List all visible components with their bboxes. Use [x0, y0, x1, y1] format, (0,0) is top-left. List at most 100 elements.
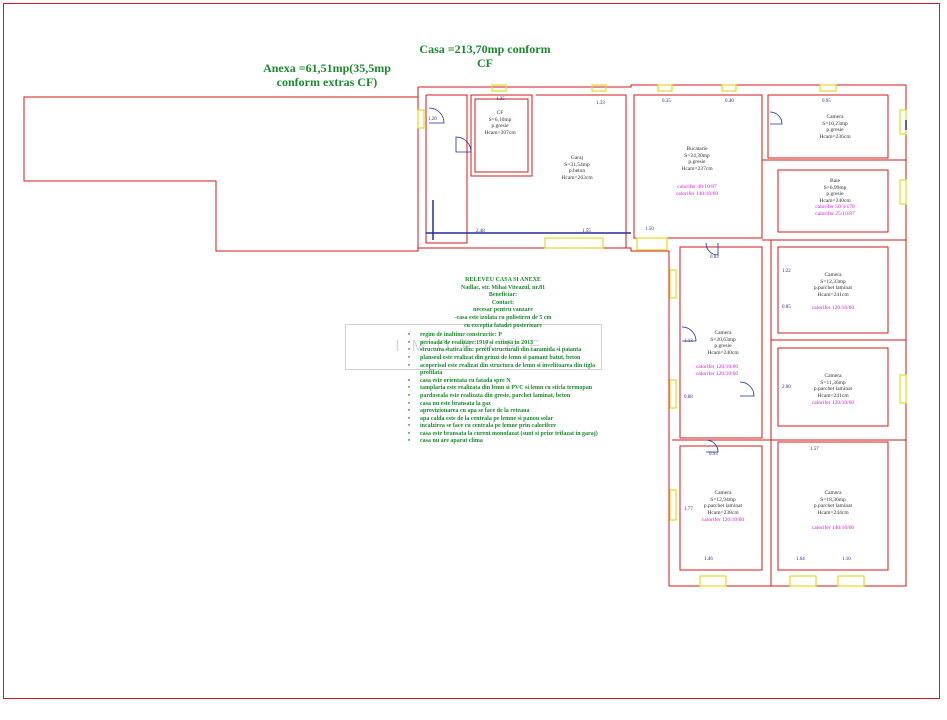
notes-heading-line: RELEVEU CASA SI ANEXE	[465, 277, 541, 283]
room-wall-camera-r1	[777, 246, 889, 334]
window	[669, 379, 677, 409]
dimension-label: 1.46	[704, 557, 713, 562]
notes-item: acoperisul este realizat din structura d…	[408, 363, 608, 378]
notes-item: planseul este realizat din grinzi de lem…	[408, 355, 608, 363]
notes-item: casa este orientata cu fatada spre N	[408, 378, 608, 386]
dimension-label: 1.55	[582, 229, 591, 234]
window	[636, 237, 668, 251]
room-wall-cf-inner	[474, 98, 529, 173]
dimension-label: 1.64	[796, 557, 805, 562]
notes-item: structura statica din: pereti structural…	[408, 347, 608, 355]
notes-item: perioada de realizare:1910 si extinsa in…	[408, 340, 608, 348]
anexa-outline	[23, 96, 419, 252]
notes-heading-line: cu exceptia fatadei posterioare	[463, 322, 543, 329]
notes-item: pardoseala este realizata din gresie, pa…	[408, 393, 608, 401]
door-swing	[455, 136, 472, 153]
room-wall-baie	[777, 169, 889, 233]
radiator-camera-br: calorifer 140/10/60	[811, 525, 855, 531]
window	[819, 84, 837, 92]
notes-item: tamplaria este realizata din lemn si PVC…	[408, 385, 608, 393]
notes-item: casa nu este bransata la gaz	[408, 401, 608, 409]
dimension-label: 1.77	[684, 507, 693, 512]
dimension-label: 0.85	[782, 305, 791, 310]
notes-item: incalzirea se face cu centrala pe lemne …	[408, 423, 608, 431]
dimension-label: 0.93	[709, 452, 718, 457]
notes-heading-line: Nadlac, str. Mihai Viteazul, nr.81	[460, 284, 546, 291]
notes-item: casa nu are aparat clima	[408, 438, 608, 446]
room-wall-bucatarie	[633, 94, 763, 239]
window	[837, 575, 865, 587]
window	[899, 179, 907, 205]
notes-heading-line: Contact:	[491, 299, 515, 306]
window	[591, 84, 607, 92]
notes-item: regim de inaltime constructie: P	[408, 332, 608, 340]
window	[417, 109, 425, 129]
dimension-label: 2.00	[782, 385, 791, 390]
door-swing	[428, 107, 445, 124]
casa-title: Casa =213,70mp conform CF	[419, 42, 551, 70]
notes-heading-line: -casa este izolata cu polistiren de 5 cm	[454, 314, 552, 321]
window	[657, 84, 673, 92]
room-wall-cf	[470, 94, 533, 177]
room-wall-camera-r2	[777, 347, 889, 427]
room-wall-camera-br	[777, 441, 889, 571]
survey-notes: RELEVEU CASA SI ANEXE Nadlac, str. Mihai…	[398, 277, 608, 446]
drawing-frame	[3, 3, 940, 699]
window	[699, 575, 727, 587]
notes-list: regim de inaltime constructie: P perioad…	[398, 332, 608, 446]
window	[544, 237, 604, 249]
dimension-label: 1.57	[810, 447, 819, 452]
room-wall-garaj	[536, 94, 627, 248]
dimension-label: 1.13	[684, 339, 693, 344]
notes-heading-line: necesar pentru vanzare	[473, 307, 533, 314]
window	[789, 575, 817, 587]
dimension-label: 1.22	[782, 269, 791, 274]
radiator-camera-r1: calorifer 120/10/60	[811, 305, 855, 311]
notes-heading-line: Beneficiar:	[488, 292, 518, 299]
notes-item: aprovizionarea cu apa se face de la rete…	[408, 408, 608, 416]
door-swing	[681, 326, 697, 342]
room-wall-camera-top	[767, 94, 889, 159]
window	[721, 84, 737, 92]
dimension-label: 1.35	[496, 97, 505, 102]
notes-item: apa calda este de la centrala pe lemne s…	[408, 416, 608, 424]
dimension-label: 1.10	[842, 557, 851, 562]
radiator-camera-r2: calorifer 120/10/60	[811, 400, 855, 406]
window	[899, 374, 907, 404]
window	[669, 489, 677, 521]
anexa-title: Anexa =61,51mp(35,5mp conform extras CF)	[263, 61, 391, 89]
door-swing	[705, 242, 719, 256]
dimension-label: 0.83	[710, 255, 719, 260]
door-swing	[769, 111, 783, 125]
window	[899, 109, 907, 135]
hall-wall	[425, 94, 468, 244]
door-swing	[705, 439, 719, 453]
window	[491, 84, 507, 92]
room-wall-camera-mid	[679, 246, 763, 439]
notes-item: casa este bransata la curent monofazat (…	[408, 431, 608, 439]
dimension-label: 0.35	[662, 99, 671, 104]
dimension-label: 0.95	[822, 99, 831, 104]
radiator-camera-bl: calorifer 120/10/60	[701, 517, 745, 523]
dimension-label: 2.48	[476, 229, 485, 234]
dimension-label: 1.20	[428, 117, 437, 122]
dimension-label: 1.50	[645, 227, 654, 232]
door-swing	[739, 381, 755, 397]
dimension-label: 1.33	[596, 101, 605, 106]
window	[669, 269, 677, 299]
dimension-label: 0.88	[684, 395, 693, 400]
